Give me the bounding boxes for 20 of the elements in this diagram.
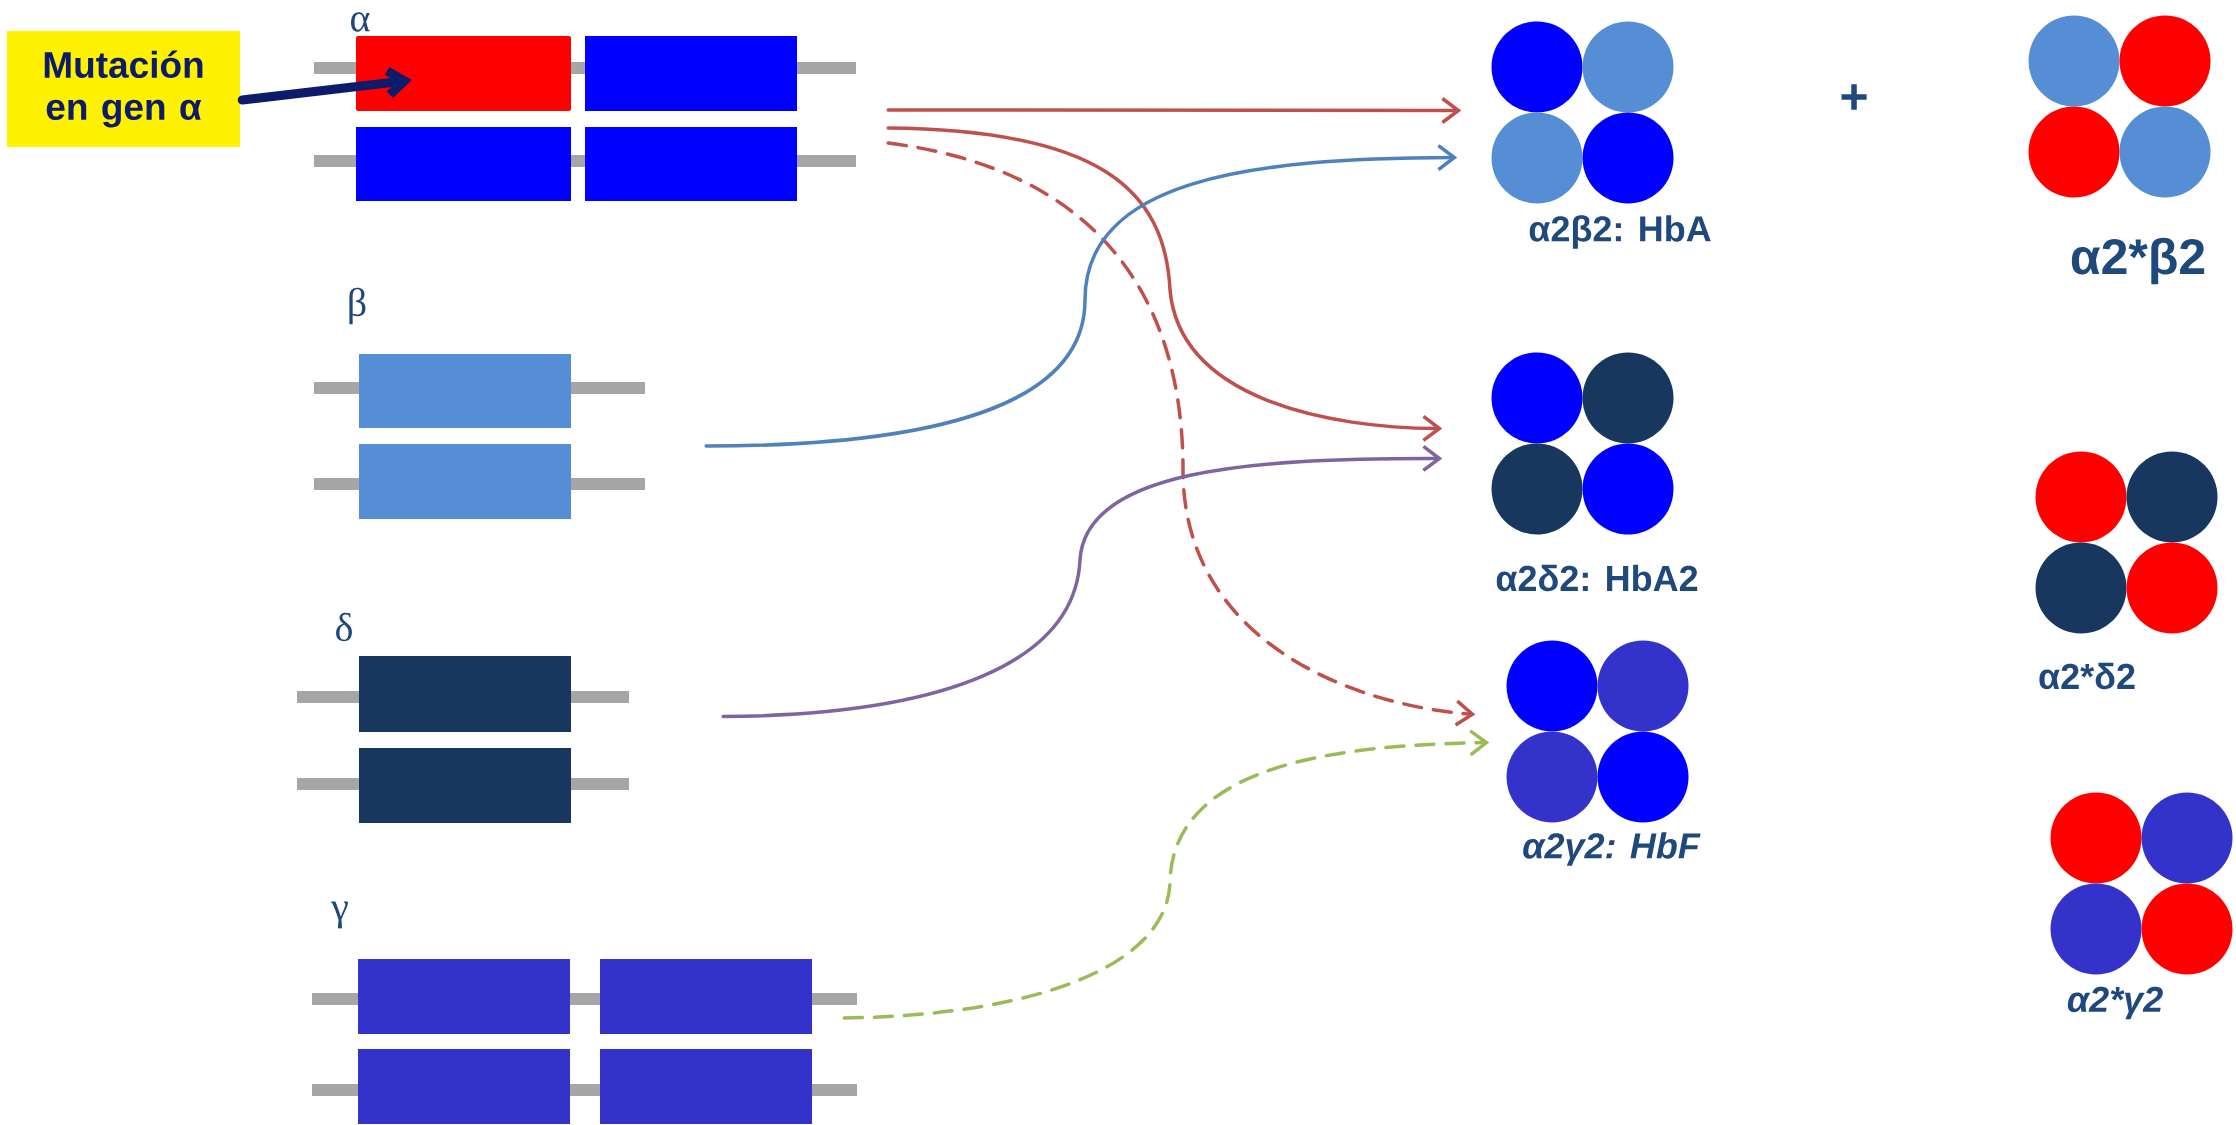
tetramer-label: α2β2: HbA — [1529, 215, 1711, 249]
tetramer-label: α2*γ2 — [2067, 986, 2163, 1020]
arrow — [704, 144, 1458, 448]
arrow — [886, 97, 1462, 124]
tetramer-label: α2*δ2 — [2039, 662, 2135, 690]
tetramer-label: α2δ2: HbA2 — [1496, 564, 1698, 592]
arrow — [886, 126, 1443, 442]
arrow — [237, 66, 412, 105]
gene-box — [356, 36, 571, 111]
gene-label: β — [349, 287, 366, 325]
tetramer-label: α2γ2: HbF — [1523, 832, 1701, 866]
arrow — [886, 141, 1476, 727]
gene-label: γ — [331, 901, 348, 929]
arrow — [842, 729, 1490, 1020]
arrow — [721, 445, 1443, 719]
tetramer-label: α2*β2 — [2071, 237, 2205, 285]
gene-label: δ — [336, 612, 352, 642]
gene-label: α — [351, 12, 370, 32]
plus-sign: + — [1841, 84, 1867, 110]
callout-box: Mutación en gen α — [7, 31, 240, 147]
